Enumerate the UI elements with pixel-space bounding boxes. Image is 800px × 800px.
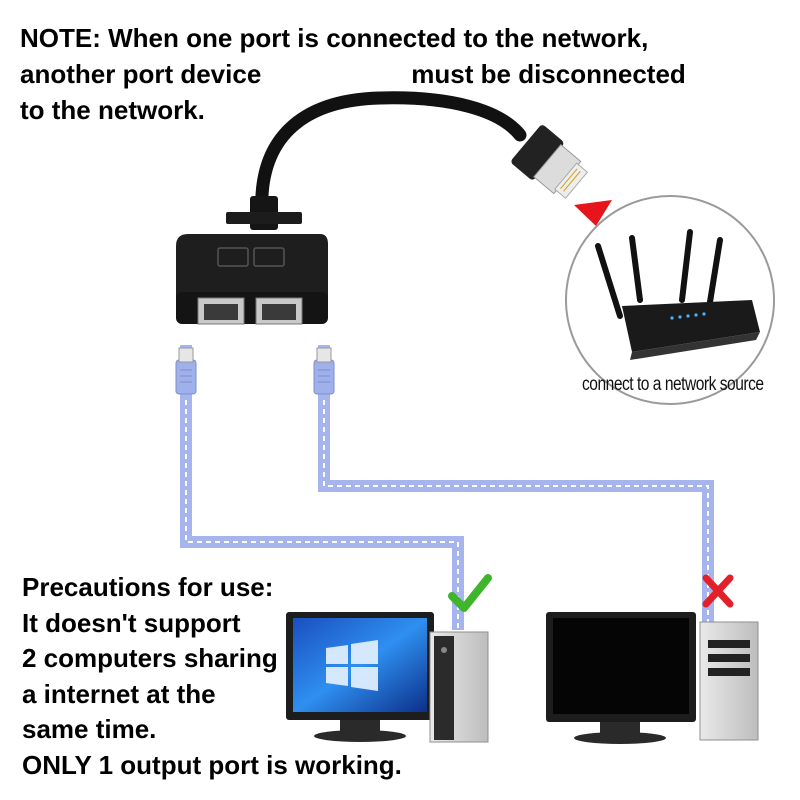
computer-right bbox=[546, 612, 759, 744]
note-line-2b: must be disconnected bbox=[411, 59, 686, 89]
note-line-2a: another port device bbox=[20, 59, 262, 89]
precautions-line: a internet at the bbox=[22, 678, 216, 709]
check-mark-icon bbox=[448, 574, 492, 612]
blue-cable-right bbox=[318, 345, 714, 630]
note-line-1: NOTE: When one port is connected to the … bbox=[20, 23, 649, 53]
adapter-cable bbox=[226, 91, 527, 230]
port-label-icon bbox=[253, 247, 285, 267]
blue-cable-left bbox=[180, 345, 464, 630]
precautions-line: It doesn't support bbox=[22, 607, 241, 638]
rj45-plug-icon bbox=[511, 125, 589, 199]
precautions-text: Precautions for use: It doesn't support … bbox=[22, 570, 402, 783]
note-line-2: another port device must be disconnected bbox=[20, 56, 780, 92]
arrow-icon bbox=[574, 200, 612, 226]
computer-left bbox=[286, 612, 489, 743]
precautions-heading: Precautions for use: bbox=[22, 572, 274, 602]
port-label-icon bbox=[217, 247, 249, 267]
windows-logo-icon bbox=[326, 640, 378, 691]
ethernet-port-1[interactable] bbox=[197, 297, 245, 325]
precautions-line: ONLY 1 output port is working. bbox=[22, 749, 402, 780]
router-illustration bbox=[565, 195, 775, 405]
splitter-body bbox=[176, 234, 328, 325]
blue-plug-right-icon bbox=[313, 347, 335, 395]
monitor-screen-off bbox=[553, 618, 689, 714]
note-line-3: to the network. bbox=[20, 95, 205, 125]
x-mark-icon bbox=[702, 574, 734, 608]
precautions-line: same time. bbox=[22, 714, 157, 744]
precautions-line: 2 computers sharing bbox=[22, 643, 278, 673]
monitor-screen bbox=[293, 618, 427, 712]
ethernet-port-2[interactable] bbox=[255, 297, 303, 325]
blue-plug-left-icon bbox=[175, 347, 197, 395]
note-text: NOTE: When one port is connected to the … bbox=[20, 20, 780, 128]
router-caption: connect to a network source bbox=[582, 374, 764, 395]
